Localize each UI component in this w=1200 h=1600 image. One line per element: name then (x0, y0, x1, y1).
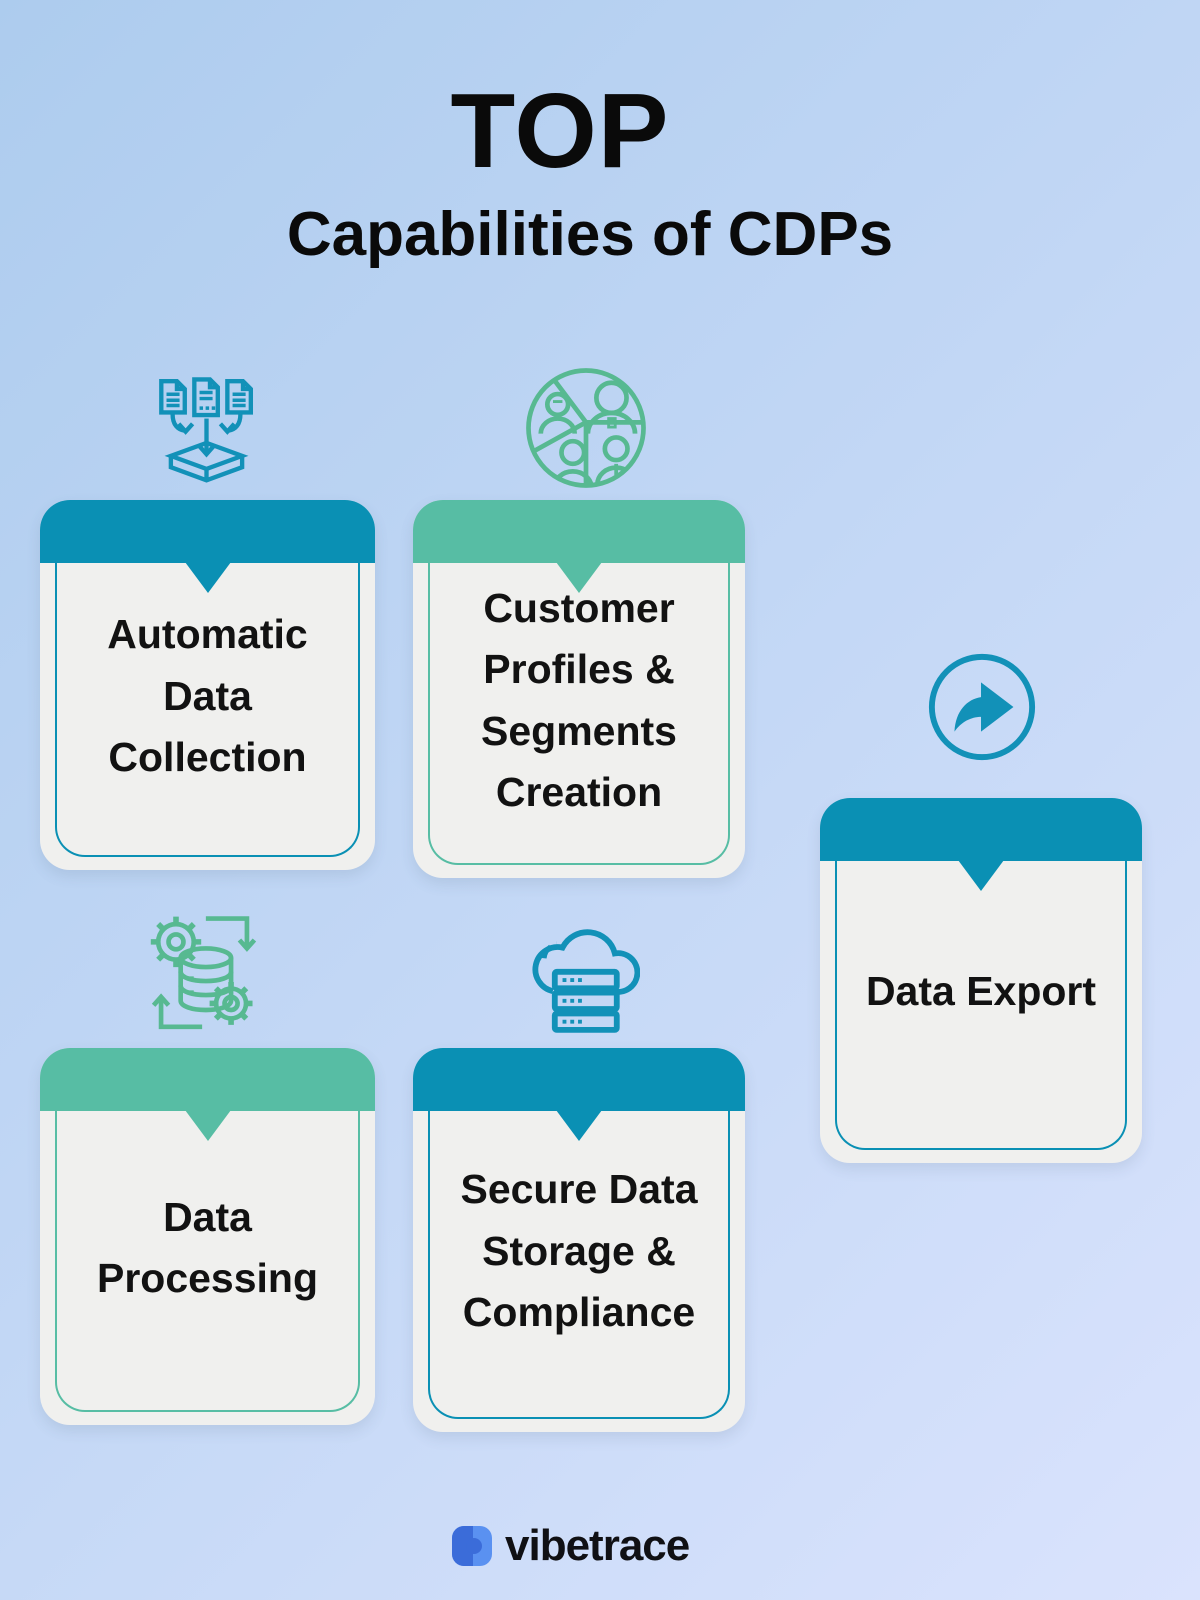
header-notch (556, 562, 602, 593)
card-label: Data Export (865, 968, 1097, 1015)
card-label: Data Processing (96, 1193, 319, 1302)
page-title: TOP (450, 72, 670, 190)
card-body: Data Export (835, 860, 1127, 1150)
card-header (820, 798, 1142, 861)
header-notch (184, 1110, 231, 1141)
customer-segments-icon (520, 362, 652, 494)
card-data-export: Data Export (820, 798, 1142, 1163)
card-data-processing: Data Processing (40, 1048, 375, 1425)
card-automatic-data-collection: Automatic Data Collection (40, 500, 375, 870)
card-header (40, 500, 375, 563)
vibetrace-logo-icon (452, 1526, 492, 1566)
card-secure-data-storage: Secure Data Storage & Compliance (413, 1048, 745, 1432)
header-notch (184, 562, 231, 593)
card-label: Automatic Data Collection (107, 611, 308, 781)
header-notch (958, 860, 1004, 891)
card-label: Secure Data Storage & Compliance (460, 1166, 698, 1336)
card-header (413, 1048, 745, 1111)
card-body: Secure Data Storage & Compliance (428, 1110, 730, 1419)
export-arrow-icon (925, 650, 1039, 764)
card-label: Customer Profiles & Segments Creation (481, 584, 677, 816)
footer-logo: vibetrace (452, 1521, 690, 1570)
card-body: Customer Profiles & Segments Creation (428, 562, 730, 865)
cloud-servers-icon (518, 898, 640, 1034)
page-subtitle: Capabilities of CDPs (286, 200, 894, 269)
brand-name: vibetrace (505, 1521, 690, 1570)
card-header (40, 1048, 375, 1111)
documents-collect-icon (150, 368, 263, 483)
header-notch (556, 1110, 602, 1141)
card-body: Automatic Data Collection (55, 562, 360, 857)
card-header (413, 500, 745, 563)
gears-database-icon (133, 898, 275, 1038)
card-customer-profiles-segments: Customer Profiles & Segments Creation (413, 500, 745, 878)
card-body: Data Processing (55, 1110, 360, 1412)
